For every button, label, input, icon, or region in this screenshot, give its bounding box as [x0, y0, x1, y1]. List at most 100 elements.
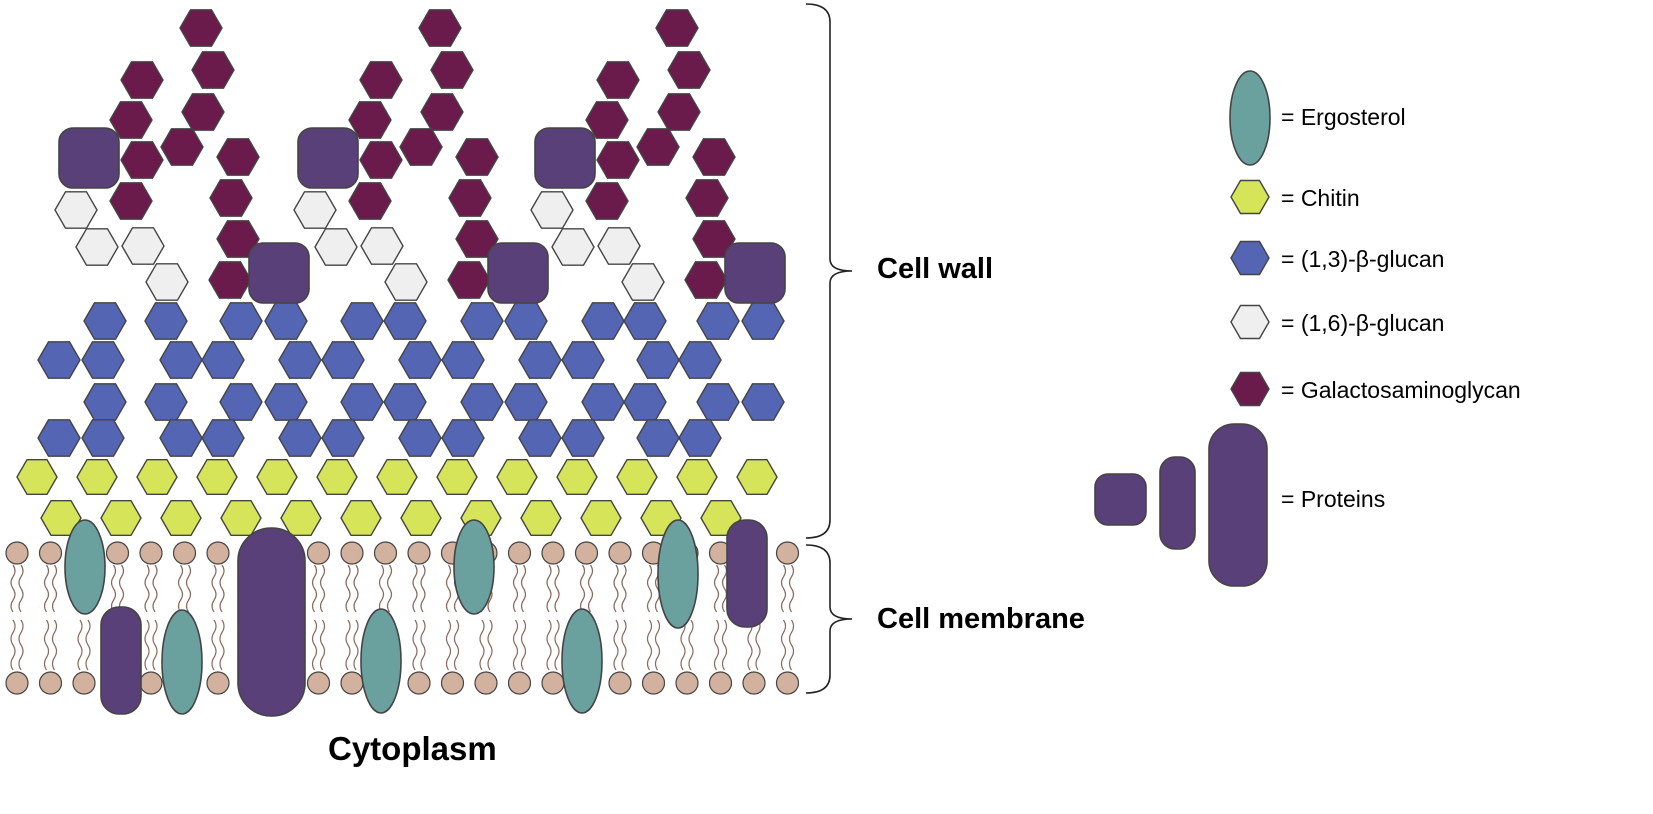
chitin-layer [16, 459, 778, 536]
lipid-tail [613, 564, 619, 613]
beta-1-6-glucan-chains [54, 191, 665, 301]
lipid-tail [713, 564, 720, 613]
lipid-tail [520, 619, 527, 671]
lipid-head [675, 671, 699, 695]
lipid-tail [211, 619, 217, 671]
beta-1-3-glucan-unit [264, 302, 308, 340]
beta-1-6-glucan-unit [384, 263, 428, 301]
galactosaminoglycan-unit [667, 51, 711, 89]
lipid-head [507, 671, 532, 695]
beta-1-3-glucan-unit [504, 302, 548, 340]
beta-1-6-glucan-unit [597, 227, 641, 265]
lipid-tail [85, 619, 91, 671]
lipid-head [38, 671, 63, 695]
beta-1-3-glucan-unit [201, 419, 245, 457]
beta-1-3-glucan-unit [518, 419, 562, 457]
beta-1-3-glucan-unit [159, 419, 203, 457]
galactosaminoglycan-unit [585, 101, 629, 139]
beta-1-3-glucan-layer [37, 302, 785, 457]
chitin-unit [160, 500, 202, 536]
galactosaminoglycan-unit [585, 182, 629, 220]
lipid-head [206, 541, 230, 565]
legend-protein-large-symbol [1208, 423, 1268, 587]
lipid-tail [177, 564, 184, 613]
lipid-head [340, 541, 364, 565]
chitin-unit [556, 459, 598, 495]
beta-1-3-glucan-unit [264, 383, 308, 421]
lipid-tail [152, 564, 158, 613]
beta-1-6-glucan-unit [293, 191, 337, 229]
cell-membrane-label: Cell membrane [877, 603, 1085, 635]
lipid-head [340, 671, 364, 695]
lipid-tail [646, 619, 653, 671]
lipid-tail [713, 619, 720, 671]
galactosaminoglycan-unit [109, 182, 153, 220]
legend-proteins-label: = Proteins [1281, 486, 1386, 512]
lipid-tail [386, 564, 393, 613]
beta-1-3-glucan-unit [678, 419, 722, 457]
lipid-tail [654, 619, 661, 671]
lipid-tail [319, 619, 326, 671]
lipid-tail [144, 564, 150, 613]
beta-1-6-glucan-unit [54, 191, 98, 229]
lipid-tail [144, 619, 150, 671]
lipid-head [541, 541, 565, 565]
wall-protein [58, 127, 120, 189]
beta-1-6-glucan-unit [121, 227, 165, 265]
chitin-unit [280, 500, 322, 536]
legend-beta-1-6-glucan-symbol [1230, 304, 1270, 340]
legend-symbols [1094, 70, 1271, 587]
ergosterol [161, 609, 203, 715]
lipid-tail [646, 564, 653, 613]
legend-chitin-label: = Chitin [1281, 185, 1360, 211]
curly-brace [805, 3, 853, 539]
galactosaminoglycan-unit [191, 51, 235, 89]
beta-1-6-glucan-unit [360, 227, 404, 265]
beta-1-3-glucan-unit [623, 383, 667, 421]
chitin-unit [616, 459, 658, 495]
beta-1-3-glucan-unit [83, 302, 127, 340]
beta-1-3-glucan-unit [561, 341, 605, 379]
wall-proteins [58, 127, 786, 304]
lipid-head [608, 541, 632, 565]
beta-1-3-glucan-unit [321, 341, 365, 379]
lipid-tail [43, 619, 50, 671]
beta-1-3-glucan-unit [278, 341, 322, 379]
chitin-unit [16, 459, 58, 495]
beta-1-6-glucan-unit [314, 228, 358, 266]
lipid-head [373, 541, 398, 565]
chitin-unit [340, 500, 382, 536]
lipid-tail [311, 619, 318, 671]
lipid-tail [512, 619, 519, 671]
galactosaminoglycan-unit [596, 141, 640, 179]
galactosaminoglycan-unit [692, 138, 736, 176]
chitin-unit [520, 500, 562, 536]
beta-1-3-glucan-unit [37, 341, 81, 379]
lipid-head [139, 541, 163, 565]
lipid-head [474, 671, 498, 695]
lipid-tail [546, 619, 552, 671]
lipid-head [72, 671, 96, 695]
chitin-unit [676, 459, 718, 495]
lipid-tail [788, 619, 795, 671]
lipid-tail [345, 619, 351, 671]
beta-1-6-glucan-unit [530, 191, 574, 229]
galactosaminoglycan-unit [684, 261, 728, 299]
wall-protein [487, 242, 549, 304]
galactosaminoglycan-unit [120, 61, 164, 99]
beta-1-3-glucan-unit [383, 302, 427, 340]
lipid-tail [353, 564, 359, 613]
galactosaminoglycan-unit [655, 9, 699, 47]
beta-1-3-glucan-unit [741, 302, 785, 340]
lipid-head [708, 671, 733, 695]
lipid-tail [613, 619, 619, 671]
legend-galactosaminoglycan-symbol [1230, 371, 1270, 407]
galactosaminoglycan-unit [359, 141, 403, 179]
beta-1-3-glucan-unit [460, 302, 504, 340]
galactosaminoglycan-unit [447, 261, 491, 299]
lipid-head [407, 671, 431, 695]
galactosaminoglycan-unit [685, 179, 729, 217]
beta-1-3-glucan-unit [636, 419, 680, 457]
lipid-head [139, 671, 163, 695]
membrane-protein [100, 606, 142, 715]
